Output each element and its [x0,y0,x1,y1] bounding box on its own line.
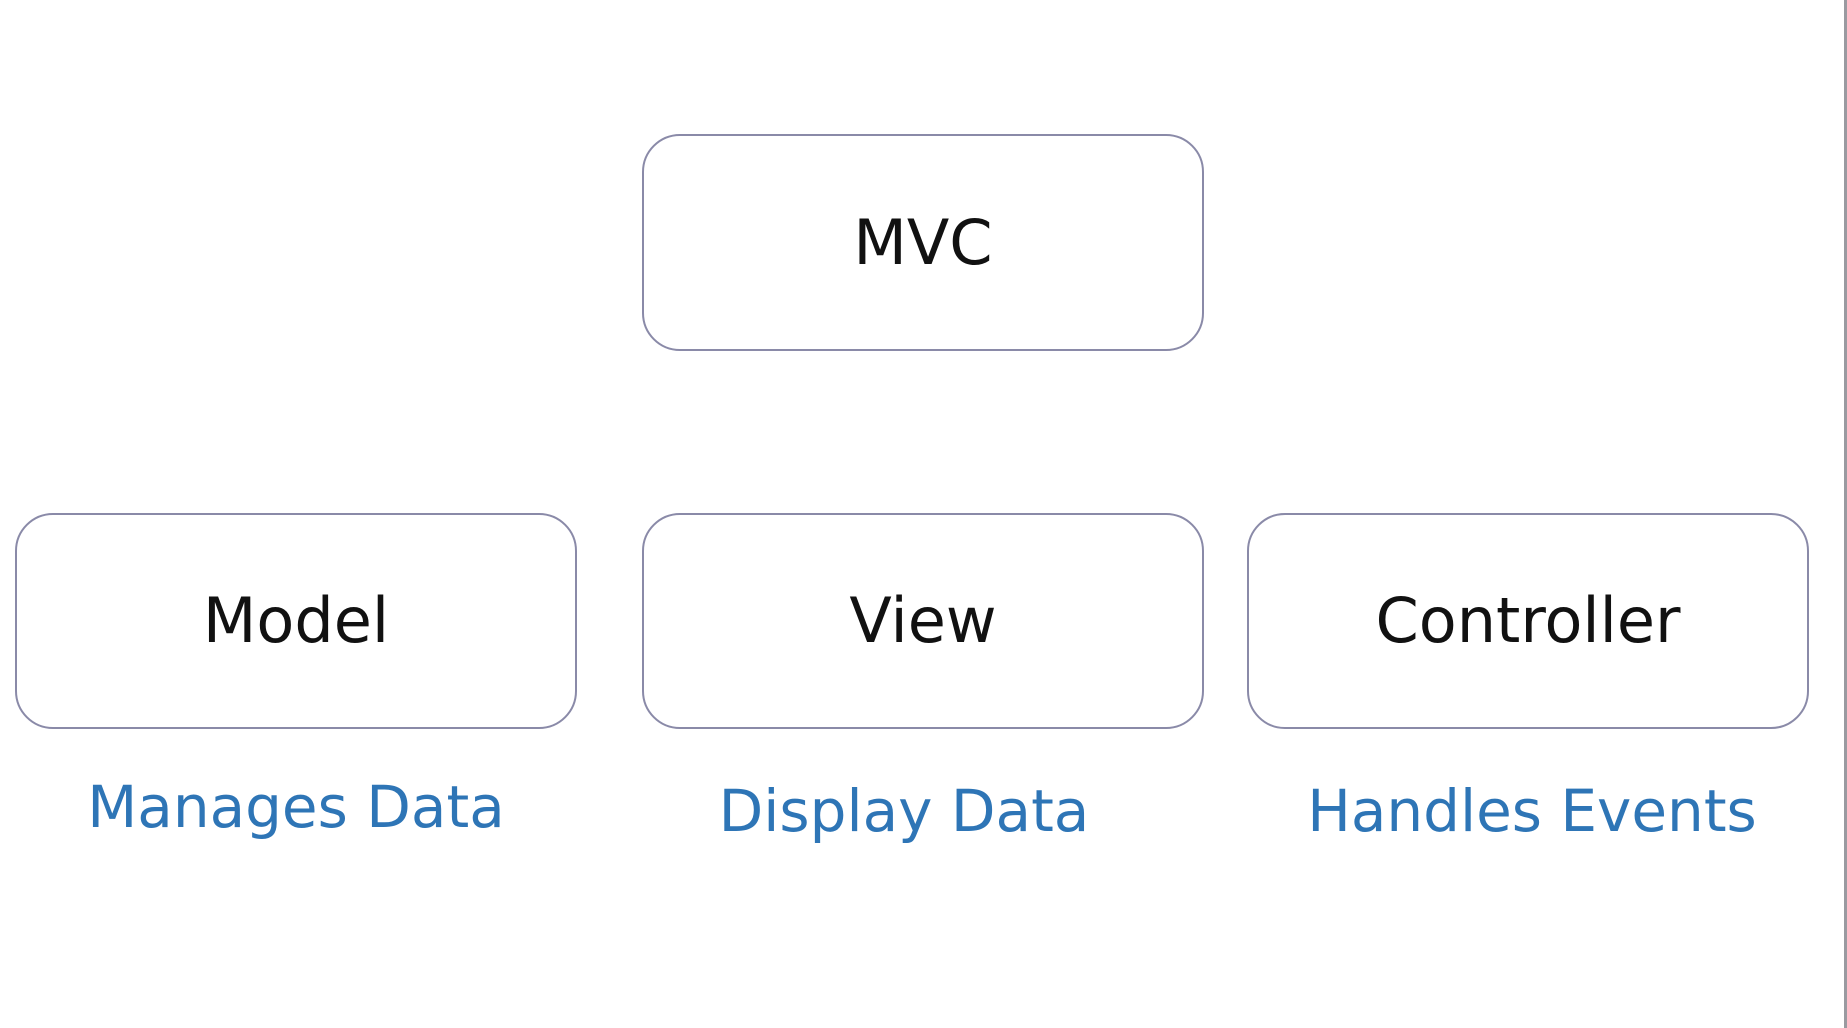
mvc-box: MVC [642,134,1204,351]
model-label: Model [202,584,390,657]
controller-box: Controller [1247,513,1809,729]
model-caption: Manages Data [87,773,505,841]
mvc-label: MVC [853,205,993,279]
right-edge-divider [1844,0,1847,1028]
view-label: View [849,584,997,657]
controller-caption: Handles Events [1307,777,1757,845]
controller-label: Controller [1375,584,1681,657]
model-box: Model [15,513,577,729]
view-box: View [642,513,1204,729]
view-caption: Display Data [718,777,1090,845]
